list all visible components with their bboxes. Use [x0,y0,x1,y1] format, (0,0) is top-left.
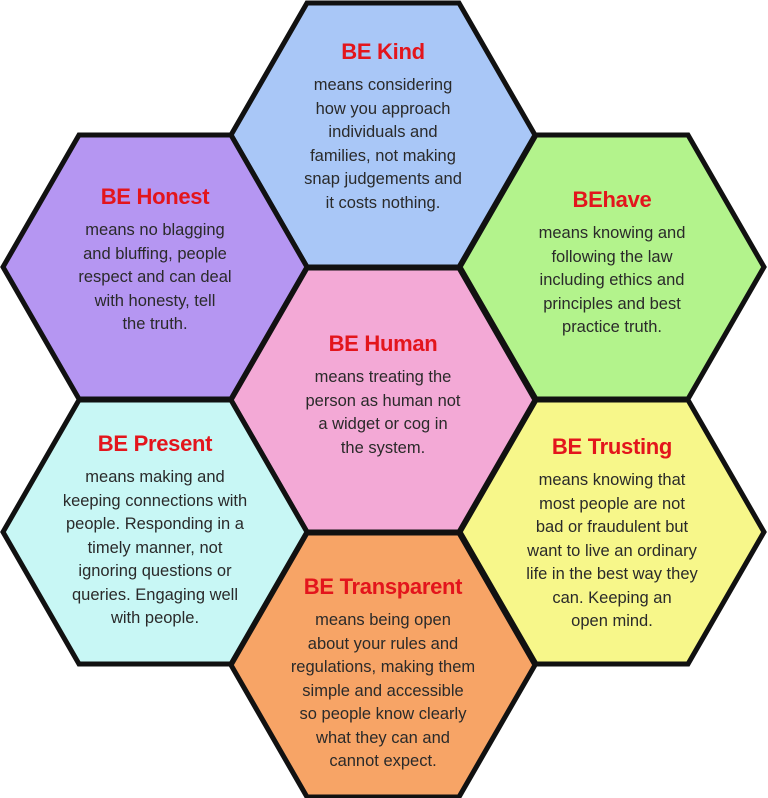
description-line: snap judgements and [304,170,462,188]
description-line: cannot expect. [329,752,437,770]
description-line: means making and [85,468,225,486]
description-line: bad or fraudulent but [535,518,689,536]
description-line: with people. [110,609,200,627]
description-line: means knowing and [538,224,686,242]
description-line: it costs nothing. [325,193,441,212]
hexagon-description: means knowing that most people are not bad… [477,469,747,634]
description-line: including ethics and [539,271,685,289]
description-line: the truth. [122,315,188,333]
description-line: with honesty, tell [94,291,216,310]
hexagon-title: BE Present [97,431,213,456]
description-line: respect and can deal [78,268,232,286]
description-line: ignoring questions or [78,562,232,580]
hexagon-description: means considering how you approach individ… [248,74,518,215]
hexagon-transparent [228,530,538,798]
description-line: life in the best way they [526,565,698,583]
description-line: practice truth. [562,318,662,336]
hexagon-text-honest: BE Honest means no blagging and bluffing, … [20,183,290,337]
description-line: following the law [551,247,673,266]
hexagon-title: BE Trusting [551,434,673,459]
description-line: simple and accessible [302,681,464,700]
description-line: open mind. [571,612,653,630]
description-line: and bluffing, people [83,244,227,263]
hexagon-description: means no blagging and bluffing, people res… [20,219,290,337]
description-line: means no blagging [85,221,225,239]
hexagon-title: BE Human [328,331,438,356]
description-line: so people know clearly [299,705,467,723]
hexagon-description: means making and keeping connections with… [20,466,290,631]
description-line: how you approach [315,99,451,118]
description-line: means treating the [314,368,452,386]
description-line: timely manner, not [87,538,223,557]
hexagon-title: BEhave [572,187,652,212]
description-line: regulations, making them [290,658,476,676]
description-line: families, not making [310,146,456,165]
description-line: a widget or cog in [318,415,448,433]
hexagon-text-present: BE Present means making and keeping connec… [20,430,290,631]
description-line: most people are not [539,494,685,513]
description-line: keeping connections with [62,491,248,510]
description-line: about your rules and [307,634,459,653]
description-line: can. Keeping an [552,588,672,607]
description-line: means considering [313,76,453,94]
description-line: individuals and [328,123,438,141]
description-line: what they can and [316,728,450,747]
description-line: people. Responding in a [66,515,244,533]
description-line: means knowing that [538,471,686,489]
hexagon-title: BE Honest [100,184,210,209]
hexagon-description: means knowing and following the law includ… [477,222,747,340]
hexagon-text-behave: BEhave means knowing and following the law… [477,186,747,340]
hexagon-text-kind: BE Kind means considering how you approach… [248,38,518,215]
hexagon-text-trusting: BE Trusting means knowing that most people… [477,433,747,634]
hexagon-text-human: BE Human means treating the person as huma… [248,330,518,460]
description-line: person as human not [305,391,461,410]
description-line: queries. Engaging well [71,585,239,604]
hexagon-title: BE Transparent [303,574,463,599]
description-line: means being open [315,611,451,629]
hexagon-description: means treating the person as human not a w… [248,366,518,460]
description-line: principles and best [543,294,681,313]
hexagon-title: BE Kind [341,39,425,64]
description-line: want to live an ordinary [527,541,697,560]
hexagon-description: means being open about your rules and regu… [248,609,518,774]
description-line: the system. [340,438,426,457]
hexagon-text-transparent: BE Transparent means being open about your… [248,573,518,774]
